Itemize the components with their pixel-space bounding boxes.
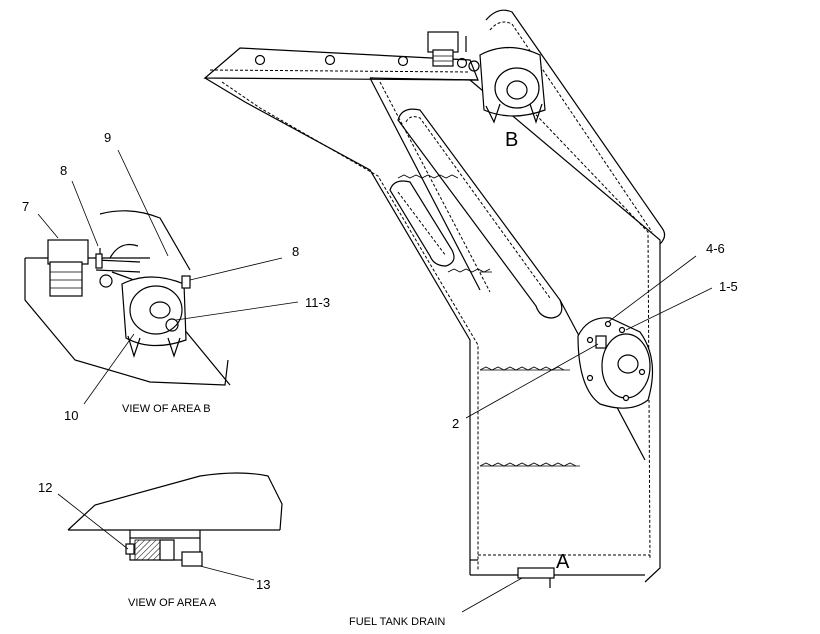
caption-view-area-a: VIEW OF AREA A xyxy=(128,597,217,609)
caption-view-area-b: VIEW OF AREA B xyxy=(122,403,211,415)
view-area-b-detail xyxy=(24,210,231,386)
callout-13: 13 xyxy=(256,577,270,592)
callout-12: 12 xyxy=(38,480,52,495)
leader-lines xyxy=(37,149,713,613)
callout-8-top: 8 xyxy=(60,163,67,178)
fuel-tank-assembly xyxy=(203,9,666,588)
callout-11-3: 11-3 xyxy=(305,295,330,310)
callout-9: 9 xyxy=(104,130,111,145)
callout-1-5: 1-5 xyxy=(719,279,738,294)
callout-2: 2 xyxy=(452,416,459,431)
callout-8-right: 8 xyxy=(292,244,299,259)
side-level-gauge-assembly xyxy=(577,317,654,409)
view-area-a-detail xyxy=(67,472,283,567)
caption-fuel-tank-drain: FUEL TANK DRAIN xyxy=(349,616,445,628)
callout-7: 7 xyxy=(22,199,29,214)
callout-4-6: 4-6 xyxy=(706,241,725,256)
callout-10: 10 xyxy=(64,408,78,423)
area-letter-a: A xyxy=(556,551,570,573)
top-sender-assembly xyxy=(427,31,546,124)
area-letter-b: B xyxy=(505,129,518,151)
